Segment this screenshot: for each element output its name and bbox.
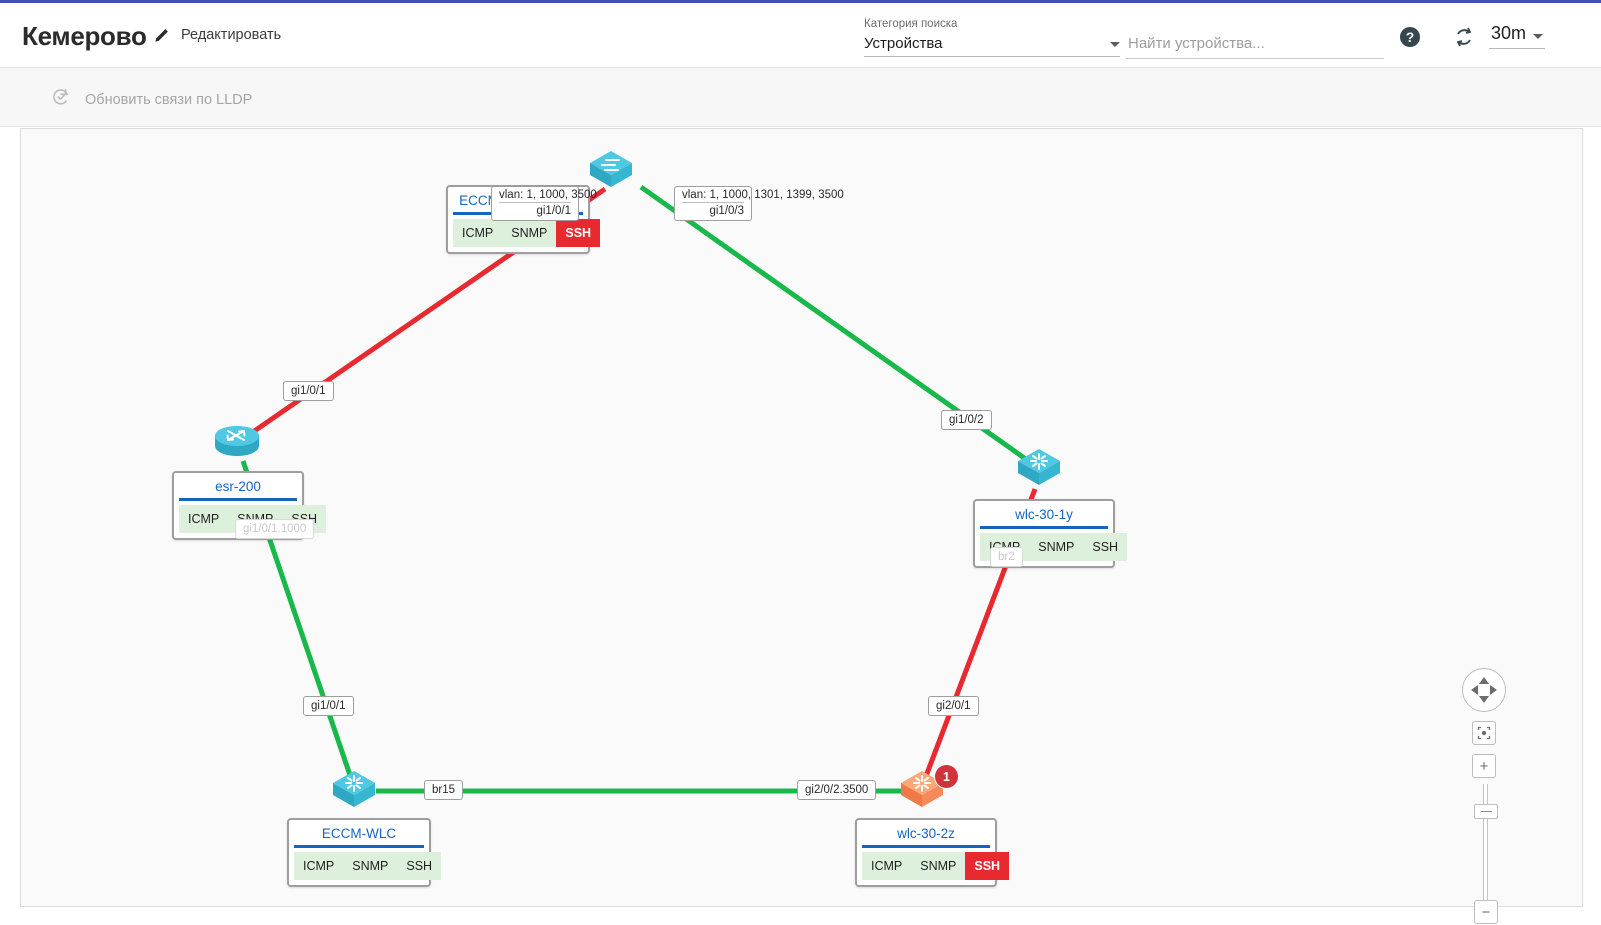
chevron-down-icon: [1110, 42, 1120, 47]
zoom-slider[interactable]: −: [1463, 782, 1505, 924]
edit-label: Редактировать: [181, 27, 282, 43]
link-label-top-right[interactable]: vlan: 1, 1000, 1301, 1399, 3500 gi1/0/3: [674, 186, 844, 221]
node-card-eccm-wlc[interactable]: ECCM-WLC ICMP SNMP SSH: [287, 818, 442, 887]
node-title: esr-200: [179, 477, 297, 501]
node-icon-wlc-30-1y[interactable]: [1013, 445, 1065, 489]
chevron-down-icon: [1533, 34, 1544, 39]
link-label-port: gi1/0/3: [709, 205, 744, 217]
help-circle-icon[interactable]: ?: [1398, 25, 1422, 49]
search-category-select[interactable]: Категория поиска Устройства: [864, 17, 1120, 57]
link-label-upper-left[interactable]: gi1/0/1: [283, 381, 334, 401]
service-icmp: ICMP: [862, 852, 912, 880]
zoom-out-button[interactable]: −: [1474, 900, 1498, 924]
service-snmp: SNMP: [343, 852, 398, 880]
pan-dpad-icon[interactable]: [1462, 668, 1506, 712]
link-label-vlan: vlan: 1, 1000, 3500: [499, 189, 597, 203]
node-icon-eccm-wlc[interactable]: [328, 767, 380, 811]
link-label-wlc1y-sub[interactable]: br2: [990, 547, 1023, 567]
refresh-check-icon: [50, 86, 72, 113]
service-ssh: SSH: [397, 852, 442, 880]
link-label-port: gi1/0/1.1000: [243, 523, 307, 535]
link-label-esr-sub[interactable]: gi1/0/1.1000: [235, 519, 315, 539]
link-label-port: br15: [432, 784, 456, 796]
node-title: wlc-30-1y: [980, 505, 1108, 529]
refresh-lldp-button[interactable]: Обновить связи по LLDP: [50, 86, 252, 113]
search-category-caption: Категория поиска: [864, 18, 958, 30]
center-target-icon[interactable]: [1472, 721, 1496, 745]
service-ssh: SSH: [965, 852, 1010, 880]
refresh-icon[interactable]: [1452, 25, 1476, 49]
node-title: wlc-30-2z: [862, 824, 990, 848]
link-label-port: gi2/0/1: [936, 700, 971, 712]
link-label-port: br2: [998, 551, 1015, 563]
service-snmp: SNMP: [911, 852, 966, 880]
search-input-wrapper[interactable]: [1126, 34, 1388, 59]
refresh-interval-value: 30m: [1491, 23, 1527, 43]
refresh-interval-dropdown[interactable]: 30m: [1489, 23, 1546, 49]
link-label-bottom-right[interactable]: gi2/0/2.3500: [797, 780, 877, 800]
service-ssh: SSH: [1083, 533, 1128, 561]
page-title: Кемерово: [22, 21, 147, 51]
link-label-port: gi1/0/1: [536, 205, 571, 217]
link-label-port: gi1/0/1: [311, 700, 346, 712]
zoom-slider-handle[interactable]: [1474, 804, 1498, 819]
alarm-count-badge[interactable]: 1: [934, 764, 959, 789]
link-label-port: gi1/0/1: [291, 385, 326, 397]
search-category-value: Устройства: [864, 35, 943, 52]
zoom-slider-rail[interactable]: [1483, 784, 1488, 906]
service-icmp: ICMP: [179, 505, 229, 533]
node-icon-eccm-mes2124m[interactable]: [584, 146, 638, 192]
link-label-bottom-left[interactable]: br15: [424, 780, 464, 800]
link-label-lower-left[interactable]: gi1/0/1: [303, 696, 354, 716]
node-icon-wlc-30-2z[interactable]: [896, 767, 948, 811]
link-label-upper-right[interactable]: gi1/0/2: [941, 410, 992, 430]
node-title: ECCM-WLC: [294, 824, 424, 848]
sub-toolbar: Обновить связи по LLDP: [0, 68, 1601, 127]
map-controls: + −: [1462, 668, 1506, 924]
service-ssh: SSH: [556, 219, 601, 247]
zoom-in-button[interactable]: +: [1472, 754, 1496, 778]
link-label-top-left[interactable]: vlan: 1, 1000, 3500 gi1/0/1: [491, 186, 597, 221]
app-header: Кемерово Редактировать Категория поиска …: [0, 3, 1601, 68]
service-icmp: ICMP: [294, 852, 344, 880]
pan-left-arrow-icon[interactable]: [1471, 685, 1478, 695]
svg-text:?: ?: [1406, 29, 1415, 45]
pencil-icon: [152, 25, 172, 45]
link-label-port: gi2/0/2.3500: [805, 784, 869, 796]
node-card-wlc-30-2z[interactable]: wlc-30-2z ICMP SNMP SSH: [855, 818, 1010, 887]
link-label-vlan: vlan: 1, 1000, 1301, 1399, 3500: [682, 189, 844, 203]
topology-canvas[interactable]: ECCM_MES2124M ICMP SNMP SSH vlan: 1, 100…: [20, 128, 1583, 907]
service-icmp: ICMP: [453, 219, 503, 247]
link-label-right-lower[interactable]: gi2/0/1: [928, 696, 979, 716]
accent-top-bar: [0, 0, 1601, 3]
service-snmp: SNMP: [502, 219, 557, 247]
node-icon-esr-200[interactable]: [213, 424, 261, 464]
edit-button[interactable]: Редактировать: [152, 25, 281, 45]
service-snmp: SNMP: [1029, 533, 1084, 561]
link-label-port: gi1/0/2: [949, 414, 984, 426]
search-input[interactable]: [1126, 34, 1388, 53]
refresh-lldp-label: Обновить связи по LLDP: [85, 91, 253, 108]
pan-down-arrow-icon[interactable]: [1479, 696, 1489, 703]
pan-up-arrow-icon[interactable]: [1479, 677, 1489, 684]
pan-right-arrow-icon[interactable]: [1490, 685, 1497, 695]
